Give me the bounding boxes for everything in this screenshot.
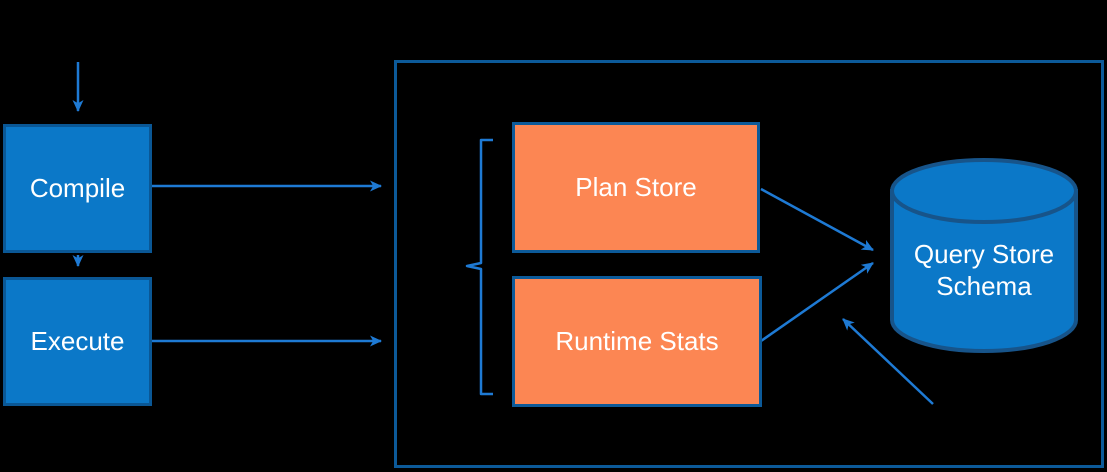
execute-label: Execute	[30, 325, 125, 356]
query-store-schema-label: Query Store Schema	[913, 239, 1055, 301]
plan-store-node: Plan Store	[512, 122, 760, 253]
plan-store-label: Plan Store	[575, 171, 697, 202]
runtime-stats-node: Runtime Stats	[512, 276, 762, 407]
compile-node: Compile	[3, 124, 152, 253]
query-store-container	[394, 60, 1104, 468]
compile-label: Compile	[29, 172, 126, 203]
execute-node: Execute	[3, 277, 152, 406]
runtime-stats-label: Runtime Stats	[555, 325, 719, 356]
